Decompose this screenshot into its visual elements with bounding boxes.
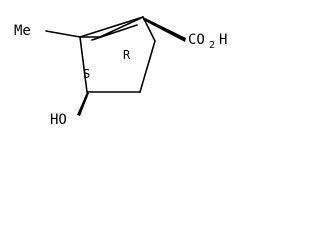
bond-c2-c3 [99,16,144,38]
double-bond-c2-c3 [79,16,144,38]
methyl-label: Me [14,23,31,39]
hydroxyl-label: HO [50,112,67,128]
double-bond-c2-c3-inner [91,24,138,41]
structure-canvas: Me CO 2 H HO R S [0,0,251,151]
bond-c2-methyl [45,30,81,38]
wedge-c4-carboxyl [143,17,186,42]
molecule-drawing: Me CO 2 H HO R S [14,16,227,128]
bond-c4-c5 [139,40,156,93]
stereo-descriptor-r: R [123,48,131,62]
wedge-c1-hydroxyl [77,92,89,116]
stereo-descriptor-s: S [83,67,90,81]
carboxyl-subscript: 2 [209,40,215,51]
carboxyl-suffix: H [219,32,227,48]
bond-c1-c2 [79,36,88,93]
carboxyl-label: CO [188,32,205,48]
